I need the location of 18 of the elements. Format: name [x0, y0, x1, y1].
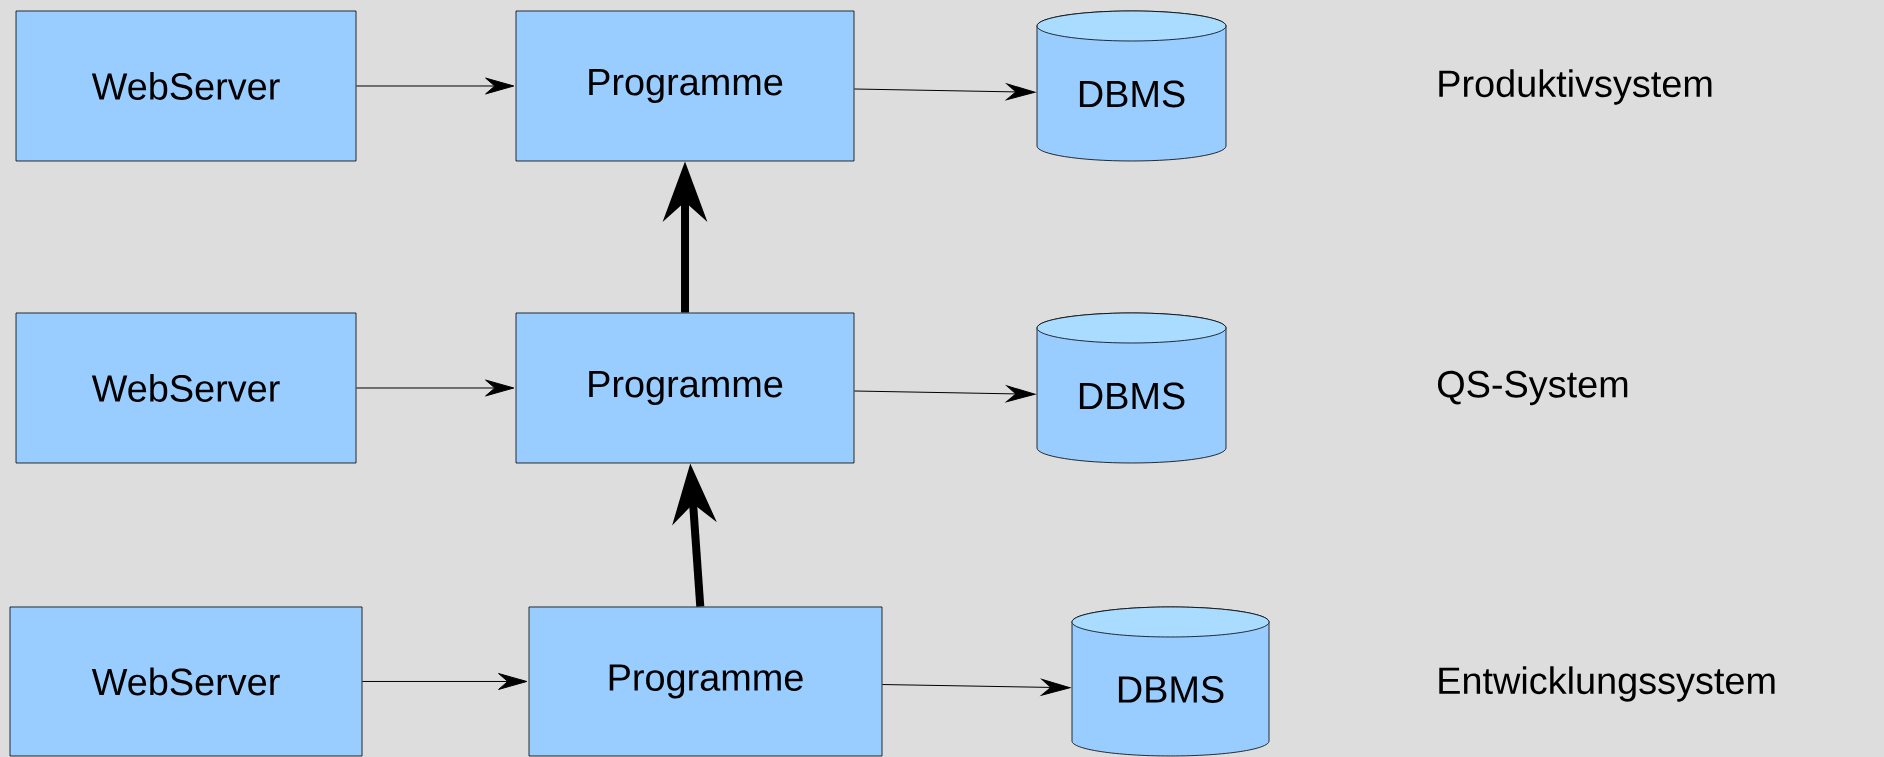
arrow — [853, 385, 1036, 403]
process-box: WebServer — [15, 312, 357, 464]
system-label: Produktivsystem — [1439, 69, 1712, 105]
arrow — [355, 379, 515, 397]
database-cylinder: DBMS — [1036, 10, 1227, 162]
arrow — [853, 83, 1036, 101]
system-label: QS-System — [1438, 370, 1628, 406]
database-cylinder: DBMS — [1071, 606, 1270, 757]
system-label: Entwicklungssystem — [1439, 666, 1775, 702]
arrow — [881, 678, 1071, 696]
arrow — [355, 77, 515, 95]
process-box: WebServer — [15, 10, 357, 162]
database-cylinder: DBMS — [1036, 312, 1227, 464]
arrow — [361, 673, 528, 690]
process-box: WebServer — [9, 606, 363, 757]
process-box: Programme — [515, 312, 855, 464]
process-box: Programme — [515, 10, 855, 162]
process-box: Programme — [528, 606, 883, 757]
